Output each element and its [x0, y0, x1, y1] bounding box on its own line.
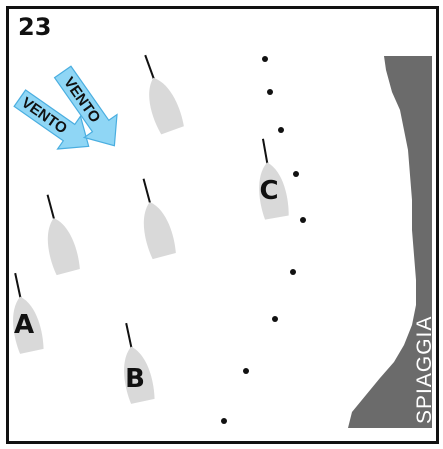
beach-shore: [348, 56, 432, 428]
marker-dot: [278, 127, 284, 133]
beach-label: SPIAGGIA: [413, 316, 436, 424]
marker-dot: [221, 418, 227, 424]
marker-dot: [272, 316, 278, 322]
sailboat-b: [124, 322, 155, 404]
boat-label-c: C: [259, 176, 278, 206]
wind-arrow: VENTO: [53, 65, 118, 147]
marker-dot: [243, 368, 249, 374]
sailboat-c: [259, 138, 289, 220]
figure-number: 23: [18, 13, 52, 41]
marker-dot: [293, 171, 299, 177]
boat-label-a: A: [14, 310, 34, 340]
marker-dot: [300, 217, 306, 223]
sailboat: [46, 194, 80, 276]
marker-dot: [262, 56, 268, 62]
marker-dot: [290, 269, 296, 275]
marker-dot: [267, 89, 273, 95]
sailboat-a: [13, 272, 44, 354]
sailboat: [142, 178, 176, 260]
sailboat: [144, 54, 184, 135]
boat-label-b: B: [125, 364, 145, 394]
marker-line: [221, 56, 306, 424]
